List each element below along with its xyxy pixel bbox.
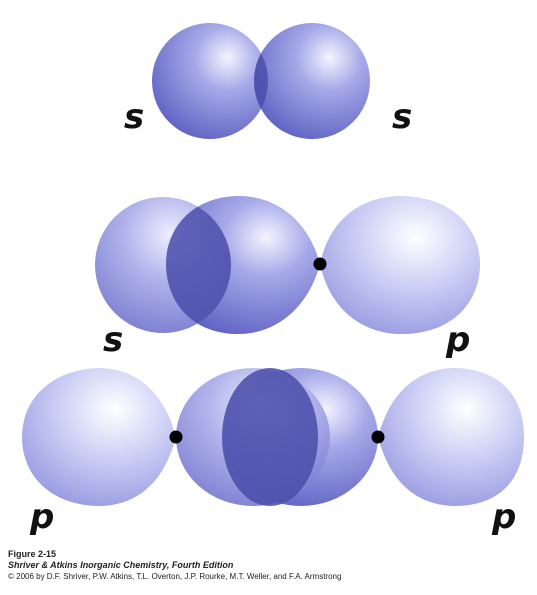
- p-p-overlap: p p: [22, 368, 524, 537]
- copyright-notice: © 2006 by D.F. Shriver, P.W. Atkins, T.L…: [8, 571, 533, 582]
- orbital-label-right: p: [445, 320, 470, 360]
- nodal-point-left: [170, 431, 183, 444]
- orbital-label-left: p: [29, 497, 54, 537]
- nodal-point: [314, 258, 327, 271]
- figure-number: Figure 2-15: [8, 549, 533, 560]
- figure-caption: Figure 2-15 Shriver & Atkins Inorganic C…: [8, 549, 533, 582]
- orbital-label-right: s: [392, 97, 412, 137]
- p-orbital-outer-lobe-right: [378, 368, 524, 506]
- orbital-label-right: p: [491, 497, 516, 537]
- orbital-label-left: s: [124, 97, 144, 137]
- p-orbital-lobe-right: [320, 196, 480, 334]
- s-p-overlap: s p: [95, 196, 480, 360]
- orbital-label-left: s: [103, 320, 123, 360]
- s-orbital-left: [152, 23, 268, 139]
- book-title: Shriver & Atkins Inorganic Chemistry, Fo…: [8, 560, 533, 571]
- s-orbital-right: [254, 23, 370, 139]
- s-s-overlap: s s: [124, 23, 412, 139]
- overlap-region: [222, 368, 318, 506]
- nodal-point-right: [372, 431, 385, 444]
- p-orbital-outer-lobe-left: [22, 368, 176, 506]
